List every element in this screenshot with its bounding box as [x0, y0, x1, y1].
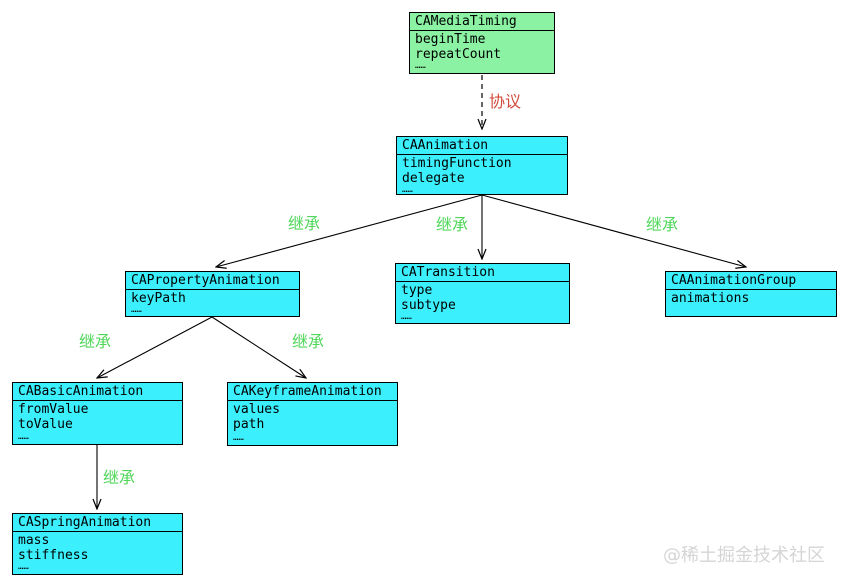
class-field: keyPath	[131, 291, 186, 306]
class-box-catransition: CATransition type subtype ……	[395, 263, 570, 324]
class-field: delegate	[402, 171, 465, 186]
class-field: mass	[18, 533, 50, 548]
class-body: fromValue toValue ……	[13, 401, 182, 444]
class-ellipsis: ……	[18, 432, 29, 442]
edge-inherit-caanimation-capropertyanimation	[216, 194, 483, 267]
class-field: fromValue	[18, 402, 89, 417]
class-field: timingFunction	[402, 156, 512, 171]
class-ellipsis: ……	[402, 185, 413, 195]
class-field: type	[401, 283, 433, 298]
edge-inherit-capropertyanimation-cabasicanimation	[97, 316, 213, 378]
class-box-caanimation: CAAnimation timingFunction delegate ……	[396, 136, 568, 195]
edge-label-inherit-catransition: 继承	[436, 215, 469, 234]
class-title: CAPropertyAnimation	[126, 272, 299, 290]
class-box-camediatiming: CAMediaTiming beginTime repeatCount ……	[409, 12, 555, 74]
class-title: CASpringAnimation	[13, 514, 182, 532]
edge-label-inherit-caspringanimation: 继承	[103, 468, 136, 487]
class-box-caspringanimation: CASpringAnimation mass stiffness ……	[12, 513, 183, 575]
edge-label-protocol: 协议	[489, 92, 522, 111]
class-body: timingFunction delegate ……	[397, 155, 567, 197]
class-box-cakeyframeanimation: CAKeyframeAnimation values path ……	[227, 382, 398, 446]
class-box-cabasicanimation: CABasicAnimation fromValue toValue ……	[12, 382, 183, 445]
class-field: stiffness	[18, 548, 89, 563]
class-box-caanimationgroup: CAAnimationGroup animations	[665, 271, 837, 317]
class-body: mass stiffness ……	[13, 532, 182, 574]
class-ellipsis: ……	[131, 305, 142, 315]
class-body: beginTime repeatCount ……	[410, 31, 554, 73]
class-title: CATransition	[396, 264, 569, 282]
class-box-capropertyanimation: CAPropertyAnimation keyPath ……	[125, 271, 300, 317]
class-field: beginTime	[415, 32, 486, 47]
class-field: subtype	[401, 298, 456, 313]
class-field: repeatCount	[415, 47, 502, 62]
class-field: animations	[671, 291, 750, 306]
class-field: toValue	[18, 417, 73, 432]
class-field: values	[233, 402, 280, 417]
class-ellipsis: ……	[18, 562, 29, 572]
class-body: values path ……	[228, 401, 397, 445]
class-title: CAKeyframeAnimation	[228, 383, 397, 401]
class-body: animations	[666, 290, 836, 316]
class-ellipsis: ……	[415, 61, 426, 71]
class-body: type subtype ……	[396, 282, 569, 324]
edge-label-inherit-capropertyanimation: 继承	[288, 214, 321, 233]
class-title: CAMediaTiming	[410, 13, 554, 31]
watermark-text: @稀土掘金技术社区	[663, 545, 825, 566]
edge-label-inherit-cabasicanimation: 继承	[79, 332, 112, 351]
class-title: CAAnimation	[397, 137, 567, 155]
class-field: path	[233, 417, 265, 432]
edge-label-inherit-cakeyframeanimation: 继承	[292, 332, 325, 351]
class-body: keyPath ……	[126, 290, 299, 317]
edge-inherit-capropertyanimation-cakeyframeanimation	[211, 316, 306, 378]
class-title: CABasicAnimation	[13, 383, 182, 401]
class-title: CAAnimationGroup	[666, 272, 836, 290]
class-ellipsis: ……	[233, 433, 244, 443]
edge-inherit-caanimation-caanimationgroup	[481, 194, 746, 267]
edge-label-inherit-caanimationgroup: 继承	[646, 215, 679, 234]
class-ellipsis: ……	[401, 312, 412, 322]
